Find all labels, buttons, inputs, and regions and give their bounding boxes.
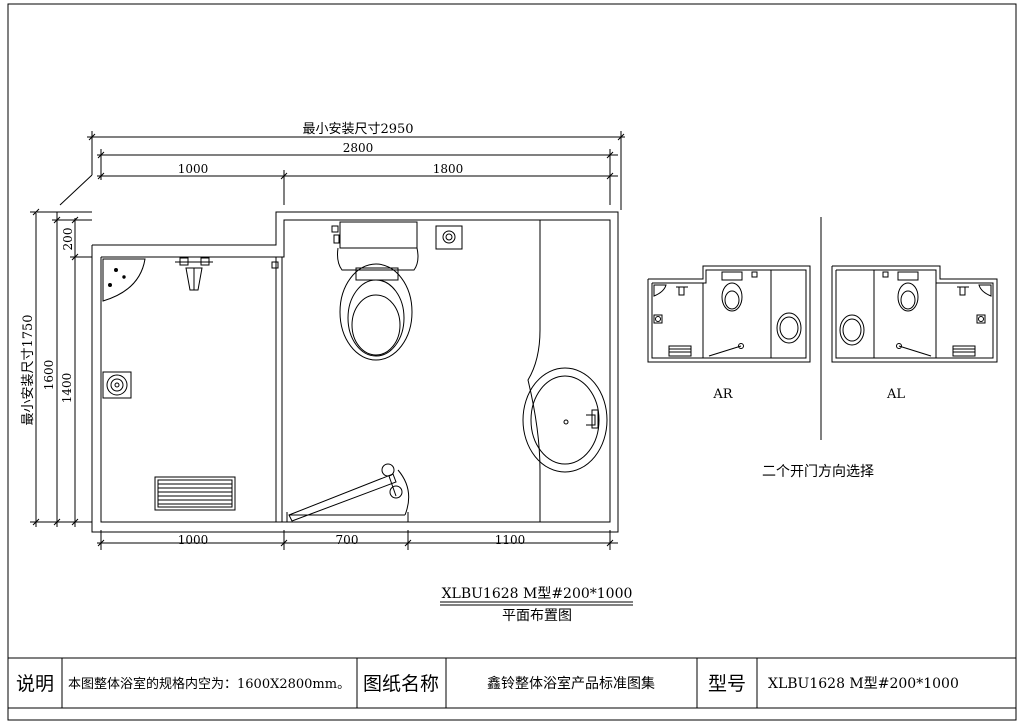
model-value: XLBU1628 M型#200*1000 [768, 676, 959, 692]
sheet-border [7, 3, 1017, 721]
drawing-model: XLBU1628 M型#200*1000 [442, 586, 633, 602]
shower-mixer [175, 257, 213, 291]
variant-ar-label: AR [712, 387, 733, 402]
dim-min-install-height: 最小安装尺寸1750 [21, 314, 36, 425]
dim-bottom-2: 700 [336, 533, 359, 547]
door [286, 463, 410, 522]
dim-bottom-3: 1100 [495, 533, 526, 547]
washbasin [522, 367, 608, 473]
inner-wall [100, 219, 611, 523]
corner-shelf [102, 258, 146, 302]
floor-plan [91, 211, 619, 533]
model-label: 型号 [708, 673, 746, 695]
dimension-lines [30, 131, 625, 550]
note-label: 说明 [16, 673, 54, 695]
dim-bottom-1: 1000 [178, 533, 209, 547]
variant-caption: 二个开门方向选择 [762, 464, 874, 480]
drawing-name-label: 图纸名称 [363, 673, 439, 695]
drawing-title: 平面布置图 [502, 608, 572, 624]
variant-ar-plan [647, 265, 811, 363]
wall-fixture [435, 225, 463, 250]
drawing-name: 鑫铃整体浴室产品标准图集 [487, 675, 655, 692]
title-block [7, 657, 1017, 709]
dim-left-1600: 1600 [42, 360, 56, 391]
variant-al-label: AL [886, 387, 905, 402]
toilet [331, 221, 419, 361]
dim-top-left: 1000 [178, 162, 209, 176]
shower-bench [154, 476, 236, 511]
dim-min-install-width: 最小安装尺寸2950 [302, 122, 413, 137]
partition-curve [527, 220, 541, 522]
variant-al-plan [831, 265, 998, 363]
floor-drain [102, 371, 132, 399]
dim-left-200: 200 [61, 228, 75, 251]
dim-left-1400: 1400 [60, 373, 74, 404]
note-text: 本图整体浴室的规格内空为：1600X2800mm。 [68, 676, 350, 692]
outer-wall [91, 211, 619, 533]
dim-top-right: 1800 [433, 162, 464, 176]
dim-total-width: 2800 [343, 141, 374, 155]
